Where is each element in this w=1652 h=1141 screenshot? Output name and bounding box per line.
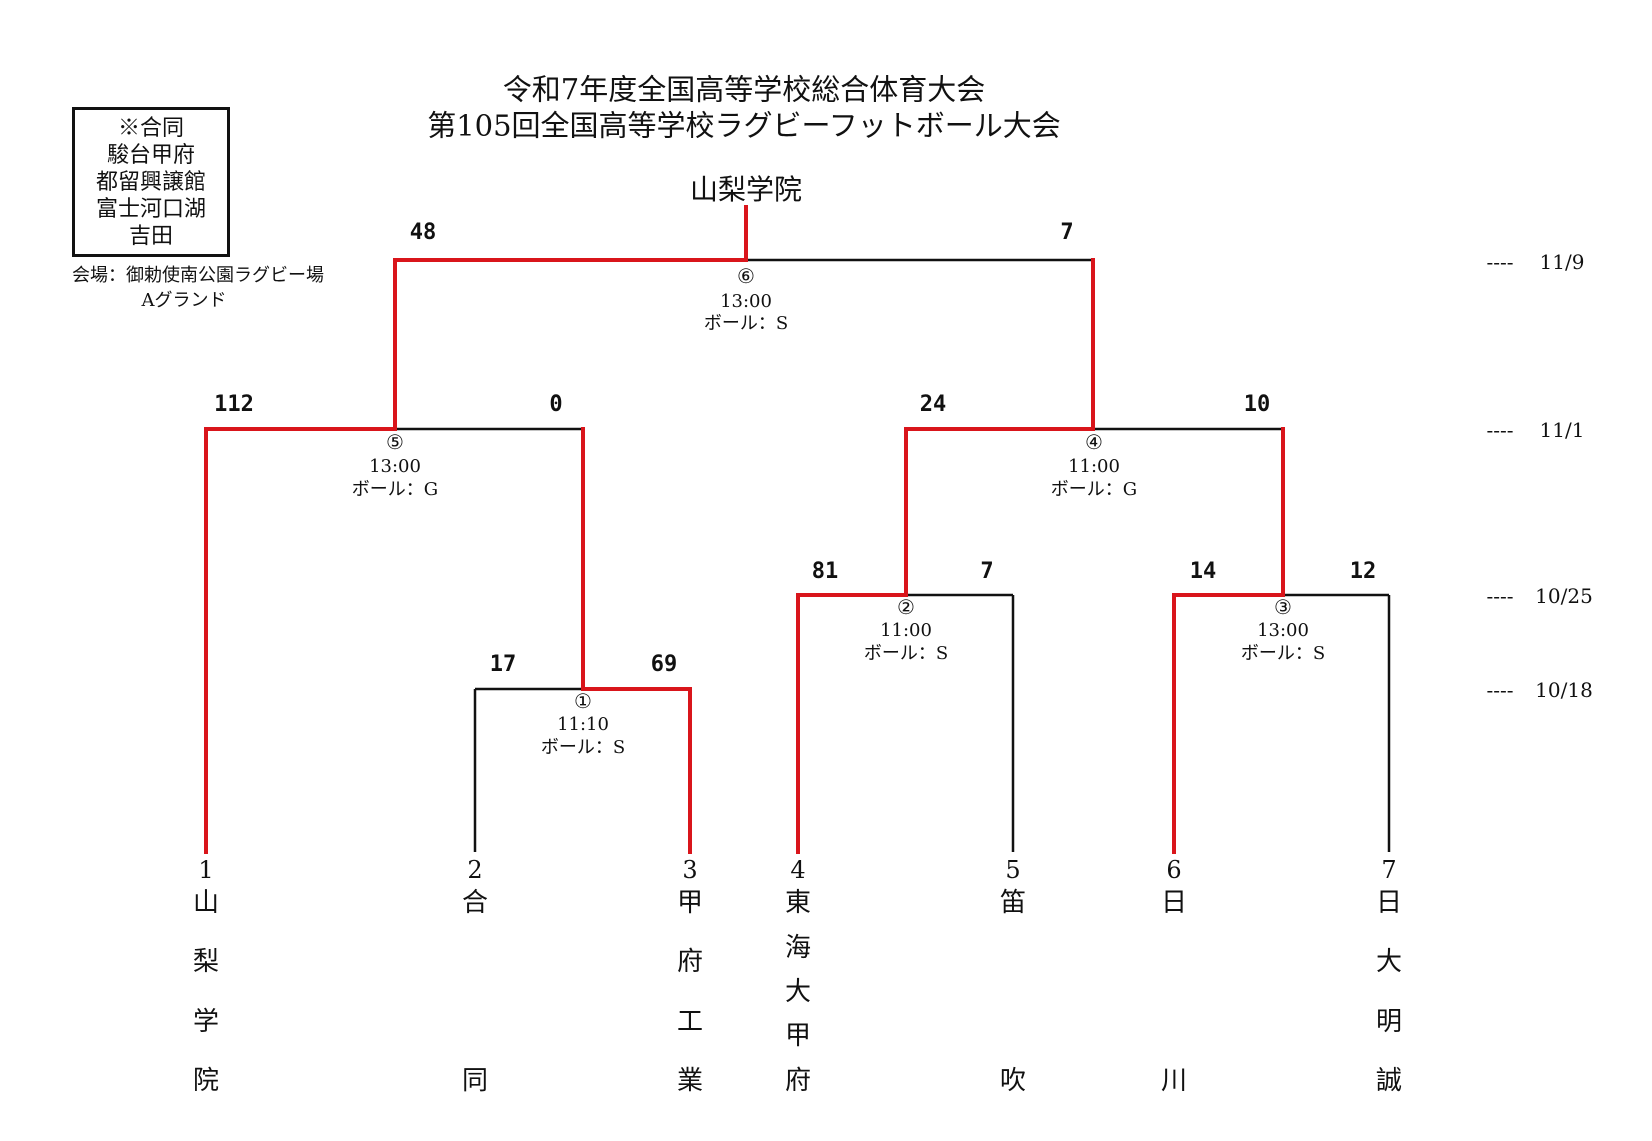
team-name-char: 日	[1160, 888, 1188, 918]
team-name-char: 同	[461, 1066, 489, 1096]
team-name-char: 甲	[784, 1021, 812, 1051]
score-m6-right: 7	[1060, 220, 1074, 245]
team-name-char: 山	[192, 888, 220, 918]
date-round-semi: 11/1	[1539, 418, 1585, 442]
score-m3-left: 14	[1189, 559, 1217, 584]
team-number: 7	[1381, 856, 1397, 884]
score-m6-left: 48	[409, 220, 437, 245]
team-name-char: 院	[192, 1066, 220, 1096]
team-number: 4	[790, 856, 806, 884]
team-name-char: 笛	[999, 888, 1027, 918]
match-number: ③	[1274, 595, 1292, 619]
venue-line2: Aグランド	[141, 290, 227, 311]
date-marker: ----	[1486, 250, 1514, 274]
team-name-char: 府	[784, 1066, 812, 1096]
match-number: ⑥	[737, 264, 755, 288]
team-name-char: 海	[784, 933, 812, 963]
team-name-char: 吹	[999, 1066, 1027, 1096]
team-name-char: 甲	[676, 888, 704, 918]
score-m5-right: 0	[549, 392, 563, 417]
team-name-char: 誠	[1375, 1066, 1403, 1096]
note-item: 吉田	[128, 223, 173, 249]
team-name-char: 明	[1375, 1007, 1403, 1037]
win-path-champion	[204, 205, 748, 854]
match-number: ⑤	[386, 430, 404, 454]
team-name-char: 合	[461, 888, 489, 918]
team-number: 5	[1005, 856, 1021, 884]
team-name-char: 東	[784, 888, 812, 918]
note-item: 都留興譲館	[95, 169, 206, 195]
team-name-char: 府	[676, 947, 704, 977]
match-time: 11:10	[557, 714, 609, 735]
score-m2-right: 7	[980, 559, 994, 584]
venue-line1: 会場：御勅使南公園ラグビー場	[72, 265, 324, 286]
score-m1-left: 17	[489, 652, 517, 677]
team-number: 6	[1166, 856, 1182, 884]
win-path-r2	[796, 258, 1095, 854]
score-m5-left: 112	[214, 392, 254, 417]
title-line2: 第105回全国高等学校ラグビーフットボール大会	[427, 108, 1061, 143]
date-round-1: 10/18	[1535, 678, 1593, 702]
champion: 山梨学院	[689, 173, 803, 206]
score-m3-right: 12	[1349, 559, 1377, 584]
date-marker: ----	[1486, 418, 1514, 442]
team-name-char: 工	[676, 1007, 704, 1037]
win-path-r3	[1172, 427, 1285, 854]
team-number: 2	[467, 856, 483, 884]
score-m1-right: 69	[650, 652, 678, 677]
team-number: 1	[198, 856, 214, 884]
team-name-char: 学	[192, 1007, 220, 1037]
date-round-final: 11/9	[1539, 250, 1585, 274]
match-time: 13:00	[720, 291, 772, 312]
win-path-r1	[581, 427, 692, 854]
team-name-char: 大	[784, 977, 812, 1007]
match-ball: ボール：S	[1240, 643, 1326, 664]
team-name-char: 日	[1375, 888, 1403, 918]
team-name-char: 大	[1375, 947, 1403, 977]
match-number: ②	[897, 595, 915, 619]
match-time: 11:00	[880, 620, 932, 641]
note-item: ※合同	[117, 115, 184, 141]
match-ball: ボール：S	[703, 313, 789, 334]
date-marker: ----	[1486, 678, 1514, 702]
team-name-char: 業	[676, 1066, 704, 1096]
score-m4-left: 24	[919, 392, 947, 417]
score-m4-right: 10	[1243, 392, 1271, 417]
title-line1: 令和7年度全国高等学校総合体育大会	[502, 72, 986, 107]
date-round-2: 10/25	[1535, 584, 1593, 608]
match-ball: ボール：S	[540, 737, 626, 758]
match-ball: ボール：G	[1050, 479, 1138, 500]
match-ball: ボール：G	[351, 479, 439, 500]
match-ball: ボール：S	[863, 643, 949, 664]
match-number: ①	[574, 689, 592, 713]
match-number: ④	[1085, 430, 1103, 454]
score-m2-left: 81	[811, 559, 839, 584]
date-marker: ----	[1486, 584, 1514, 608]
team-name-char: 梨	[192, 947, 220, 977]
note-item: 駿台甲府	[106, 142, 195, 168]
match-time: 13:00	[1257, 620, 1309, 641]
note-item: 富士河口湖	[95, 196, 206, 222]
team-name-char: 川	[1160, 1066, 1188, 1096]
match-time: 11:00	[1068, 456, 1120, 477]
team-number: 3	[682, 856, 698, 884]
joint-team-note: ※合同 駿台甲府 都留興譲館 富士河口湖 吉田	[72, 107, 230, 257]
match-time: 13:00	[369, 456, 421, 477]
